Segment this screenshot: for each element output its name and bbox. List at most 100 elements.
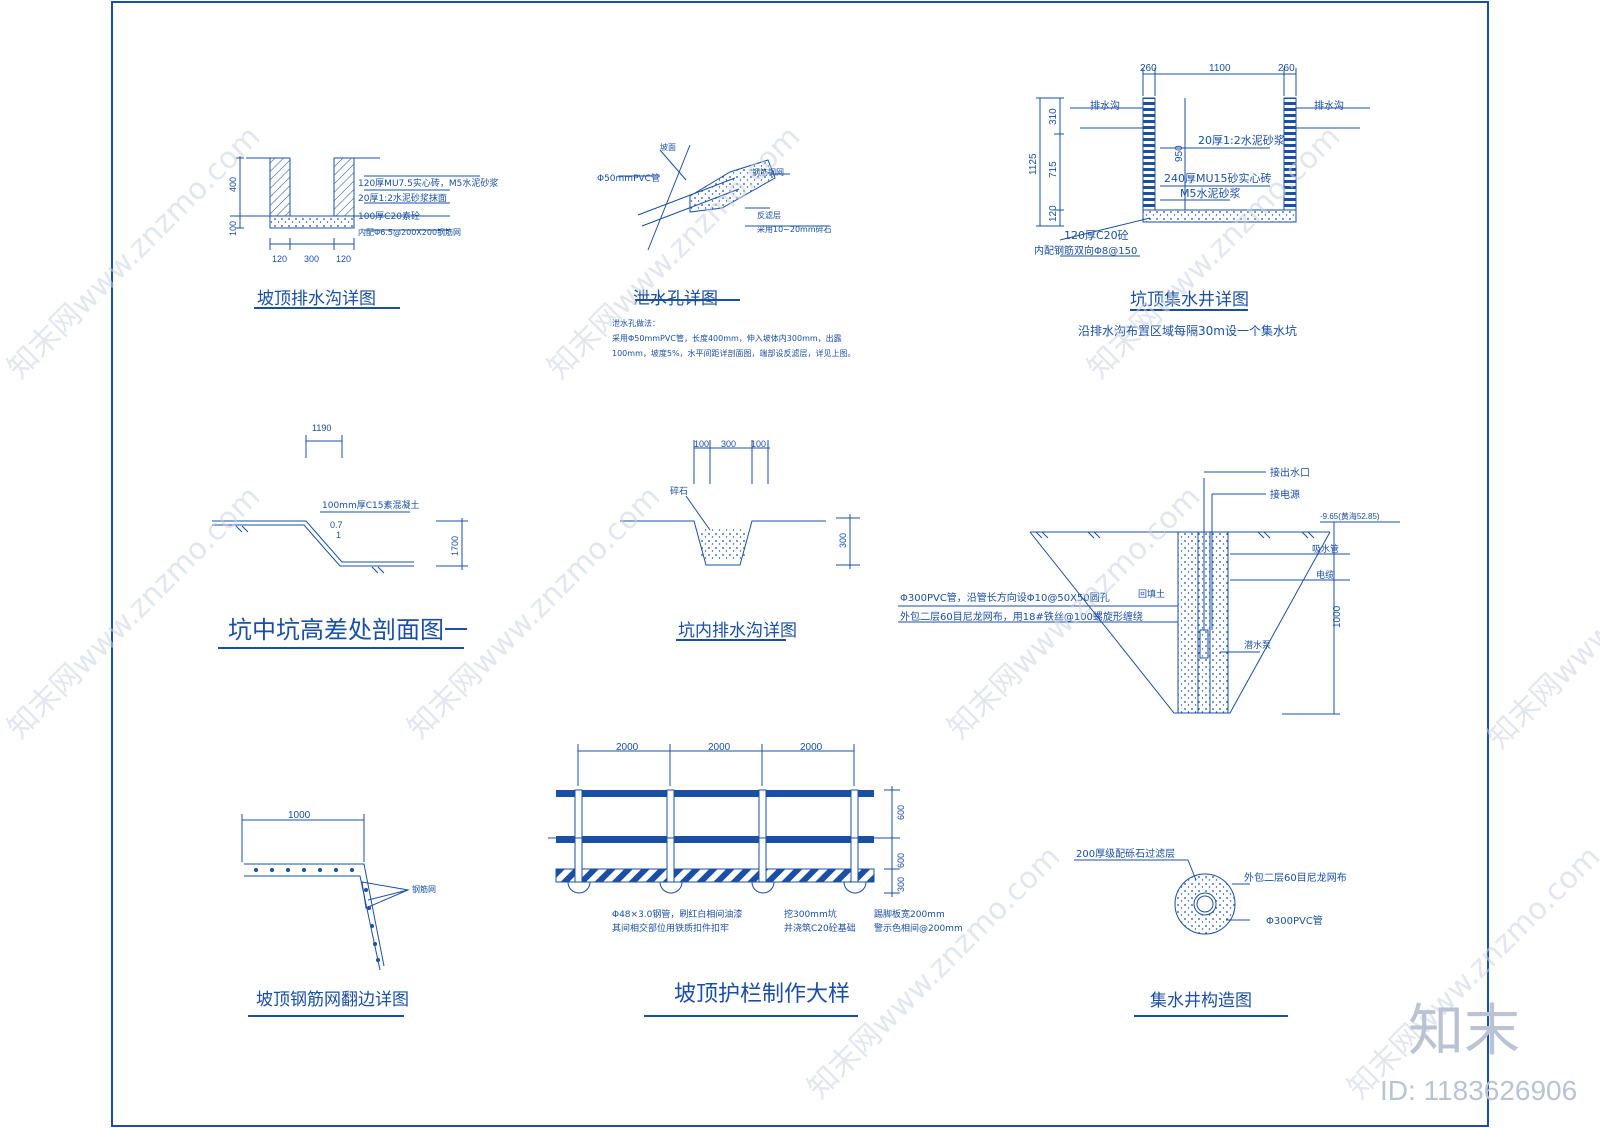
note-sump-concrete: 120厚C20砼: [1064, 229, 1129, 242]
label-rebar-mesh: 钢筋网: [412, 884, 436, 894]
label-ditch-right: 排水沟: [1314, 99, 1344, 112]
label-ditch-left: 排水沟: [1090, 99, 1120, 112]
detail-rebar-mesh-flip: [241, 814, 410, 1017]
dim-260-right: 260: [1278, 63, 1295, 74]
detail-pit-in-pit-section: [212, 435, 468, 649]
watermark-layer: 知末网www.znzmo.com 知末网www.znzmo.com 知末网www…: [1, 119, 1600, 1106]
watermark-text-7: 知末网www.znzmo.com: [1481, 489, 1600, 755]
label-pvc-300: Φ300PVC管: [1266, 914, 1323, 927]
dim-715: 715: [1048, 161, 1059, 178]
label-nylon-mesh: 外包二层60目尼龙网布: [1244, 871, 1347, 884]
note-brick-wall: 120厚MU7.5实心砖，M5水泥砂浆: [358, 177, 498, 189]
title-roof-drain-ditch: 坡顶排水沟详图: [257, 289, 376, 309]
dim-300-height: 300: [838, 533, 848, 548]
note-mortar: 20厚1:2水泥砂浆抹面: [358, 192, 447, 204]
note-steel-pipe: Φ48×3.0钢管，刷红白相间油漆: [612, 908, 742, 920]
label-suction-pipe: 吸水管: [1312, 543, 1339, 555]
dim-100: 100: [228, 221, 238, 236]
dim-2000-2: 2000: [708, 742, 731, 753]
slope-ratio-1: 1: [336, 530, 341, 540]
note-sump-brick: 240厚MU15砂实心砖: [1164, 171, 1272, 185]
weep-method-3: 100mm，坡度5%，水平间距详剖面图，端部设反滤层，详见上图。: [612, 348, 856, 358]
label-elevation: -9.65(黄海52.85): [1320, 511, 1380, 521]
title-weep-hole: 泄水孔详图: [633, 289, 718, 309]
label-to-power: 接电源: [1270, 488, 1300, 501]
rebar-dots: [254, 868, 380, 962]
title-roof-sump: 坑顶集水井详图: [1130, 290, 1249, 310]
watermark-logo: 知末: [1408, 999, 1520, 1062]
dim-2000-3: 2000: [800, 742, 823, 753]
note-pvc-wrap: 外包二层60目尼龙网布，用18#铁丝@100螺旋形缠绕: [900, 610, 1143, 623]
label-gravel: 碎石: [670, 485, 688, 497]
note-warning-color: 警示色相间@200mm: [874, 922, 963, 934]
watermark-text-4: 知末网www.znzmo.com: [1, 479, 267, 745]
weep-method-2: 采用Φ50mmPVC管，长度400mm，伸入坡体内300mm，出露: [612, 333, 842, 343]
title-sump-construction: 集水井构造图: [1150, 991, 1252, 1011]
label-steel-mesh: 钢筋钢网: [752, 167, 784, 177]
label-gravel-filter: 200厚级配砾石过滤层: [1076, 847, 1175, 860]
dim-1125: 1125: [1028, 153, 1039, 175]
note-dig-pit: 挖300mm坑: [784, 908, 837, 920]
dim-300-b: 300: [721, 439, 736, 449]
label-cable: 电缆: [1316, 569, 1334, 581]
sheet-border: [111, 1, 1489, 1127]
label-filter-layer: 反滤层: [757, 210, 781, 220]
dim-600-upper: 600: [896, 805, 906, 820]
note-sump-spacing: 沿排水沟布置区域每隔30m设一个集水坑: [1078, 323, 1297, 338]
detail-roof-sump: [1036, 68, 1370, 311]
label-filter-stone: 采用10~20mm碎石: [757, 224, 832, 234]
dim-300: 300: [304, 254, 319, 264]
note-pvc-holes: Φ300PVC管，沿管长方向设Φ10@50X50圆孔: [900, 591, 1110, 604]
detail-weep-hole: [618, 144, 830, 301]
dim-120-left: 120: [272, 254, 287, 264]
weep-method-1: 泄水孔做法：: [612, 318, 660, 328]
note-toe-board: 踢脚板宽200mm: [874, 908, 945, 920]
note-sump-m5: M5水泥砂浆: [1180, 186, 1241, 200]
detail-sump-pump-section: [898, 471, 1400, 715]
label-to-outlet: 接出水口: [1270, 466, 1310, 479]
dim-400: 400: [228, 177, 238, 192]
dim-950: 950: [1174, 145, 1185, 162]
note-sump-rebar: 内配钢筋双向Φ8@150: [1034, 244, 1137, 257]
dim-120-right: 120: [336, 254, 351, 264]
dim-1100: 1100: [1209, 63, 1231, 74]
watermark-text-1: 知末网www.znzmo.com: [1, 119, 267, 385]
dim-100-c: 100: [751, 439, 766, 449]
dim-310: 310: [1048, 108, 1059, 125]
dim-1700: 1700: [450, 536, 460, 556]
dim-300-base: 300: [896, 877, 906, 892]
note-rebar-mesh: 内配Φ6.5@200X200钢筋网: [358, 227, 461, 237]
detail-roof-drain-ditch: [230, 156, 480, 309]
watermark-text-9: 知末网www.znzmo.com: [1341, 839, 1600, 1105]
watermark-text-2: 知末网www.znzmo.com: [541, 119, 807, 385]
watermark-text-5: 知末网www.znzmo.com: [401, 479, 667, 745]
title-pit-in-pit-section: 坑中坑高差处剖面图一: [228, 616, 468, 644]
dim-600-lower: 600: [896, 853, 906, 868]
note-c15-concrete: 100mm厚C15素混凝土: [322, 499, 419, 511]
dim-120: 120: [1048, 205, 1059, 222]
note-c20-base: 并浇筑C20砼基础: [784, 922, 856, 934]
label-pvc-pipe: Φ50mmPVC管: [597, 172, 660, 184]
slope-ratio-0-7: 0.7: [330, 520, 343, 530]
title-rebar-mesh-flip: 坡顶钢筋网翻边详图: [256, 990, 409, 1010]
detail-pit-drain-ditch: [620, 440, 860, 641]
label-backfill: 回填土: [1138, 588, 1165, 600]
note-sump-mortar: 20厚1:2水泥砂浆: [1198, 133, 1285, 147]
detail-guardrail: [548, 744, 900, 1017]
detail-sump-construction: [1074, 859, 1288, 1017]
note-concrete: 100厚C20素砼: [358, 210, 420, 222]
label-slope: 坡面: [660, 142, 676, 152]
dim-2000-1: 2000: [616, 742, 639, 753]
label-submersible-pump: 潜水泵: [1244, 639, 1271, 651]
dim-260-left: 260: [1140, 63, 1157, 74]
watermark-id: ID: 1183626906: [1380, 1075, 1577, 1106]
dim-1000-depth: 1000: [1332, 605, 1343, 628]
title-guardrail: 坡顶护栏制作大样: [674, 982, 850, 1007]
dim-1190: 1190: [312, 423, 331, 433]
dim-1000-width: 1000: [288, 810, 311, 821]
title-pit-drain-ditch: 坑内排水沟详图: [678, 621, 797, 641]
dim-100-a: 100: [694, 439, 709, 449]
note-clamps: 其间相交部位用铁质扣件扣牢: [612, 922, 729, 934]
